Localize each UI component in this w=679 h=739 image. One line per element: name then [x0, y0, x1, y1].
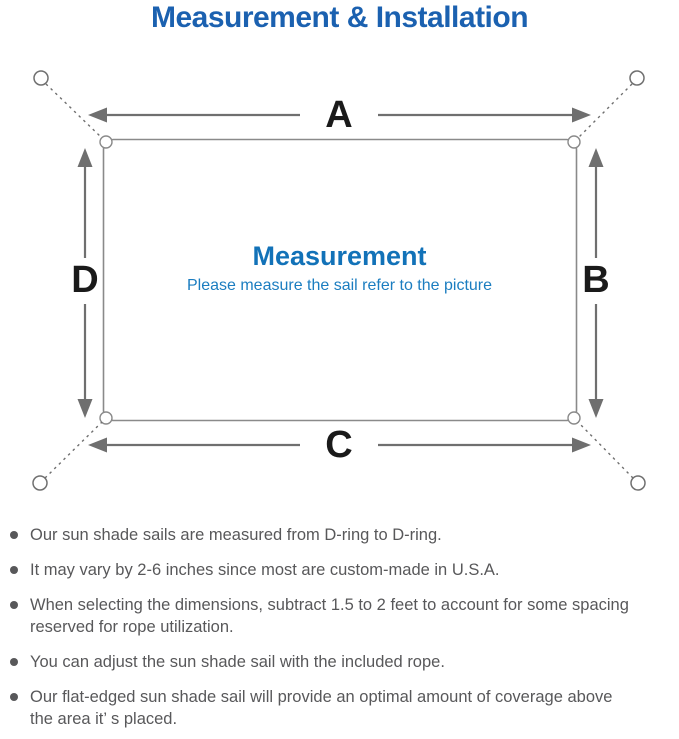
note-item: When selecting the dimensions, subtract …	[8, 594, 673, 638]
notes-list: Our sun shade sails are measured from D-…	[0, 524, 679, 739]
note-text: Our sun shade sails are measured from D-…	[30, 526, 442, 544]
rope-line-top-left	[45, 83, 103, 139]
arrow-c-head-left-icon	[88, 437, 107, 453]
arrow-b-head-down-icon	[588, 399, 604, 418]
sail-outline	[102, 138, 578, 422]
arrow-d-head-down-icon	[77, 399, 93, 418]
d-ring-top-right	[567, 135, 581, 149]
d-ring-top-left	[99, 135, 113, 149]
bullet-icon	[10, 601, 18, 609]
bullet-icon	[10, 658, 18, 666]
anchor-ring-top-right	[629, 70, 645, 86]
note-text: You can adjust the sun shade sail with t…	[30, 653, 445, 671]
arrow-d-head-up-icon	[77, 148, 93, 167]
page-title: Measurement & Installation	[150, 1, 529, 34]
diagram-subheading: Please measure the sail refer to the pic…	[186, 277, 493, 294]
note-item: It may vary by 2-6 inches since most are…	[8, 559, 673, 581]
note-item: Our flat-edged sun shade sail will provi…	[8, 686, 673, 730]
diagram-heading: Measurement	[252, 241, 427, 271]
bullet-icon	[10, 566, 18, 574]
note-text: Our flat-edged sun shade sail will provi…	[30, 688, 613, 728]
arrow-c-head-right-icon	[572, 437, 591, 453]
arrow-a-head-right-icon	[572, 107, 591, 123]
arrow-a-head-left-icon	[88, 107, 107, 123]
anchor-ring-top-left	[33, 70, 49, 86]
anchor-ring-bottom-right	[630, 475, 646, 491]
dimension-label-d: D	[71, 259, 99, 301]
anchor-ring-bottom-left	[32, 475, 48, 491]
note-text: When selecting the dimensions, subtract …	[30, 596, 629, 636]
dimension-label-c: C	[325, 424, 353, 466]
rope-line-bottom-left	[44, 421, 103, 479]
bullet-icon	[10, 531, 18, 539]
d-ring-bottom-right	[567, 411, 581, 425]
note-item: You can adjust the sun shade sail with t…	[8, 651, 673, 673]
dimension-label-b: B	[582, 259, 610, 301]
note-item: Our sun shade sails are measured from D-…	[8, 524, 673, 546]
diagram-canvas	[32, 70, 646, 491]
arrow-b-head-up-icon	[588, 148, 604, 167]
rope-line-bottom-right	[577, 421, 634, 479]
d-ring-bottom-left	[99, 411, 113, 425]
rope-line-top-right	[577, 83, 633, 139]
measurement-diagram: A B C D Measurement Please measure the s…	[0, 60, 679, 520]
dimension-label-a: A	[325, 94, 353, 136]
bullet-icon	[10, 693, 18, 701]
note-text: It may vary by 2-6 inches since most are…	[30, 561, 500, 579]
